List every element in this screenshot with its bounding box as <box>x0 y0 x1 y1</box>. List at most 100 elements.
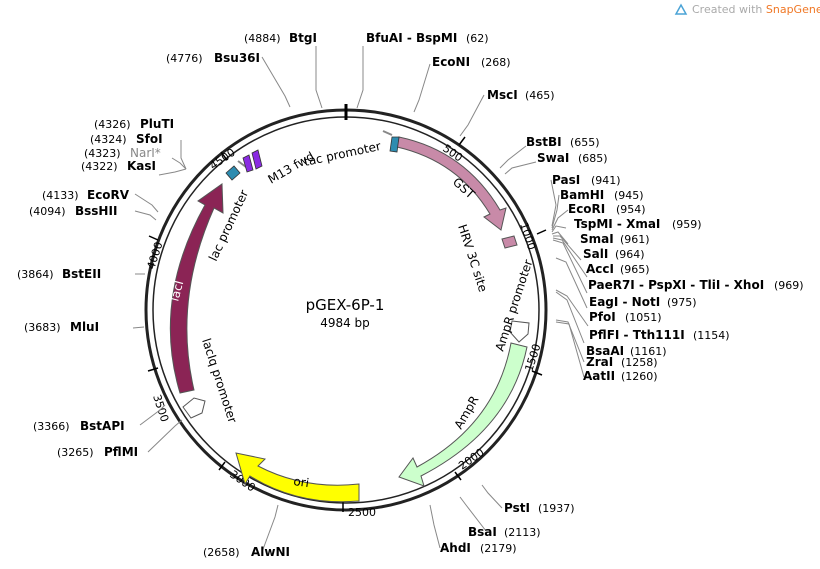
site-zrai: ZraI (1258) <box>586 355 658 369</box>
svg-text:(3265): (3265) <box>57 446 94 459</box>
svg-text:(961): (961) <box>620 233 650 246</box>
site-nari: (4323) NarI* <box>84 146 161 160</box>
svg-text:AatII: AatII <box>583 369 615 383</box>
site-bamhi: BamHI (945) <box>560 188 644 202</box>
site-ecori: EcoRI (954) <box>568 202 646 216</box>
svg-text:BstAPI: BstAPI <box>80 419 125 433</box>
tick-marks <box>147 136 547 512</box>
site-ecorv: (4133) EcoRV <box>42 188 130 202</box>
svg-text:(975): (975) <box>667 296 697 309</box>
svg-text:(1260): (1260) <box>621 370 658 383</box>
site-psti: PstI(1937) <box>504 501 575 515</box>
svg-text:(4133): (4133) <box>42 189 79 202</box>
laciq-promoter-label: lacIq promoter <box>199 337 240 425</box>
site-btgi: (4884)BtgI <box>244 31 317 45</box>
svg-text:(954): (954) <box>616 203 646 216</box>
svg-text:PflMI: PflMI <box>104 445 138 459</box>
site-pfoi: PfoI(1051) <box>589 310 662 324</box>
svg-text:(4324): (4324) <box>90 133 127 146</box>
svg-text:(969): (969) <box>774 279 804 292</box>
svg-text:(4884): (4884) <box>244 32 281 45</box>
svg-text:(2658): (2658) <box>203 546 240 559</box>
svg-text:EcoRI: EcoRI <box>568 202 605 216</box>
site-pflmi: (3265) PflMI <box>57 445 138 459</box>
site-acci: AccI(965) <box>586 262 650 276</box>
site-pasi: PasI(941) <box>552 173 621 187</box>
svg-text:(4323): (4323) <box>84 147 121 160</box>
svg-text:EagI - NotI: EagI - NotI <box>589 295 660 309</box>
hrv-3c-site-feature <box>501 235 518 249</box>
svg-text:BssHII: BssHII <box>75 204 117 218</box>
svg-text:BfuAI - BspMI: BfuAI - BspMI <box>366 31 457 45</box>
site-bsai: BsaI (2113) <box>468 525 541 539</box>
svg-text:NarI*: NarI* <box>130 146 161 160</box>
tac-promoter-marker <box>389 136 400 153</box>
laci-feature <box>169 183 224 394</box>
site-smai: SmaI (961) <box>580 232 650 246</box>
svg-text:(941): (941) <box>591 174 621 187</box>
svg-text:(1258): (1258) <box>621 356 658 369</box>
site-eagi-noti: EagI - NotI (975) <box>589 295 697 309</box>
svg-text:BamHI: BamHI <box>560 188 604 202</box>
site-bstbi: BstBI (655) <box>526 135 600 149</box>
svg-text:AhdI: AhdI <box>440 541 471 555</box>
plasmid-size: 4984 bp <box>320 316 370 330</box>
site-paer7i-pspxi-tlii-xhoi: PaeR7I - PspXI - TliI - XhoI (969) <box>588 278 804 292</box>
svg-text:BstEII: BstEII <box>62 267 101 281</box>
site-leaders <box>132 46 589 553</box>
svg-text:SfoI: SfoI <box>136 132 163 146</box>
svg-text:EcoNI: EcoNI <box>432 55 470 69</box>
svg-text:(4094): (4094) <box>29 205 66 218</box>
tac-promoter-arrow-icon <box>382 130 393 136</box>
svg-text:BstBI: BstBI <box>526 135 562 149</box>
ampr-feature <box>398 342 528 487</box>
site-sali: SalI(964) <box>583 247 645 261</box>
laciq-promoter-feature <box>182 397 206 419</box>
svg-text:AccI: AccI <box>586 262 614 276</box>
lac-promoter-arrow-icon <box>237 160 247 168</box>
svg-text:(4326): (4326) <box>94 118 131 131</box>
site-bstapi: (3366) BstAPI <box>33 419 125 433</box>
svg-text:(1154): (1154) <box>693 329 730 342</box>
svg-text:(3366): (3366) <box>33 420 70 433</box>
tick-label-2500: 2500 <box>348 506 376 519</box>
hrv-3c-site-label: HRV 3C site <box>455 223 490 294</box>
m13-fwd-feature-2 <box>242 154 254 173</box>
svg-text:(4322): (4322) <box>81 160 118 173</box>
site-bsaai: BsaAI(1161) <box>586 344 667 358</box>
svg-text:SmaI: SmaI <box>580 232 614 246</box>
svg-text:(655): (655) <box>570 136 600 149</box>
svg-text:PaeR7I - PspXI - TliI - XhoI: PaeR7I - PspXI - TliI - XhoI <box>588 278 764 292</box>
site-bsu36i: (4776)Bsu36I <box>166 51 260 65</box>
m13-fwd-feature <box>251 149 263 170</box>
svg-text:EcoRV: EcoRV <box>87 188 130 202</box>
svg-text:(62): (62) <box>466 32 489 45</box>
ori-label: ori <box>293 474 310 490</box>
site-pflfi-tth111i: PflFI - Tth111I(1154) <box>589 328 730 342</box>
svg-text:KasI: KasI <box>127 159 156 173</box>
site-swai: SwaI(685) <box>537 151 608 165</box>
svg-text:(2113): (2113) <box>504 526 541 539</box>
site-alwni: (2658)AlwNI <box>203 545 290 559</box>
svg-text:(465): (465) <box>525 89 555 102</box>
snapgene-logo-icon <box>674 3 688 15</box>
svg-text:MscI: MscI <box>487 88 518 102</box>
svg-text:BsaI: BsaI <box>468 525 497 539</box>
restriction-sites: (4884)BtgI BfuAI - BspMI (62) (4776)Bsu36… <box>17 31 804 559</box>
svg-text:PfoI: PfoI <box>589 310 616 324</box>
svg-text:(3864): (3864) <box>17 268 54 281</box>
svg-text:PstI: PstI <box>504 501 530 515</box>
svg-text:PluTI: PluTI <box>140 117 174 131</box>
tick-label-4000: 4000 <box>144 240 165 271</box>
ampr-promoter-label: AmpR promoter <box>493 258 536 353</box>
site-aatii: AatII (1260) <box>583 369 658 383</box>
site-econi: EcoNI(268) <box>432 55 511 69</box>
svg-text:ZraI: ZraI <box>586 355 613 369</box>
svg-text:Bsu36I: Bsu36I <box>214 51 260 65</box>
gst-feature <box>396 136 507 231</box>
svg-text:(964): (964) <box>615 248 645 261</box>
svg-text:TspMI - XmaI: TspMI - XmaI <box>574 217 660 231</box>
tac-promoter-label: tac promoter <box>303 139 382 169</box>
svg-text:(945): (945) <box>614 189 644 202</box>
